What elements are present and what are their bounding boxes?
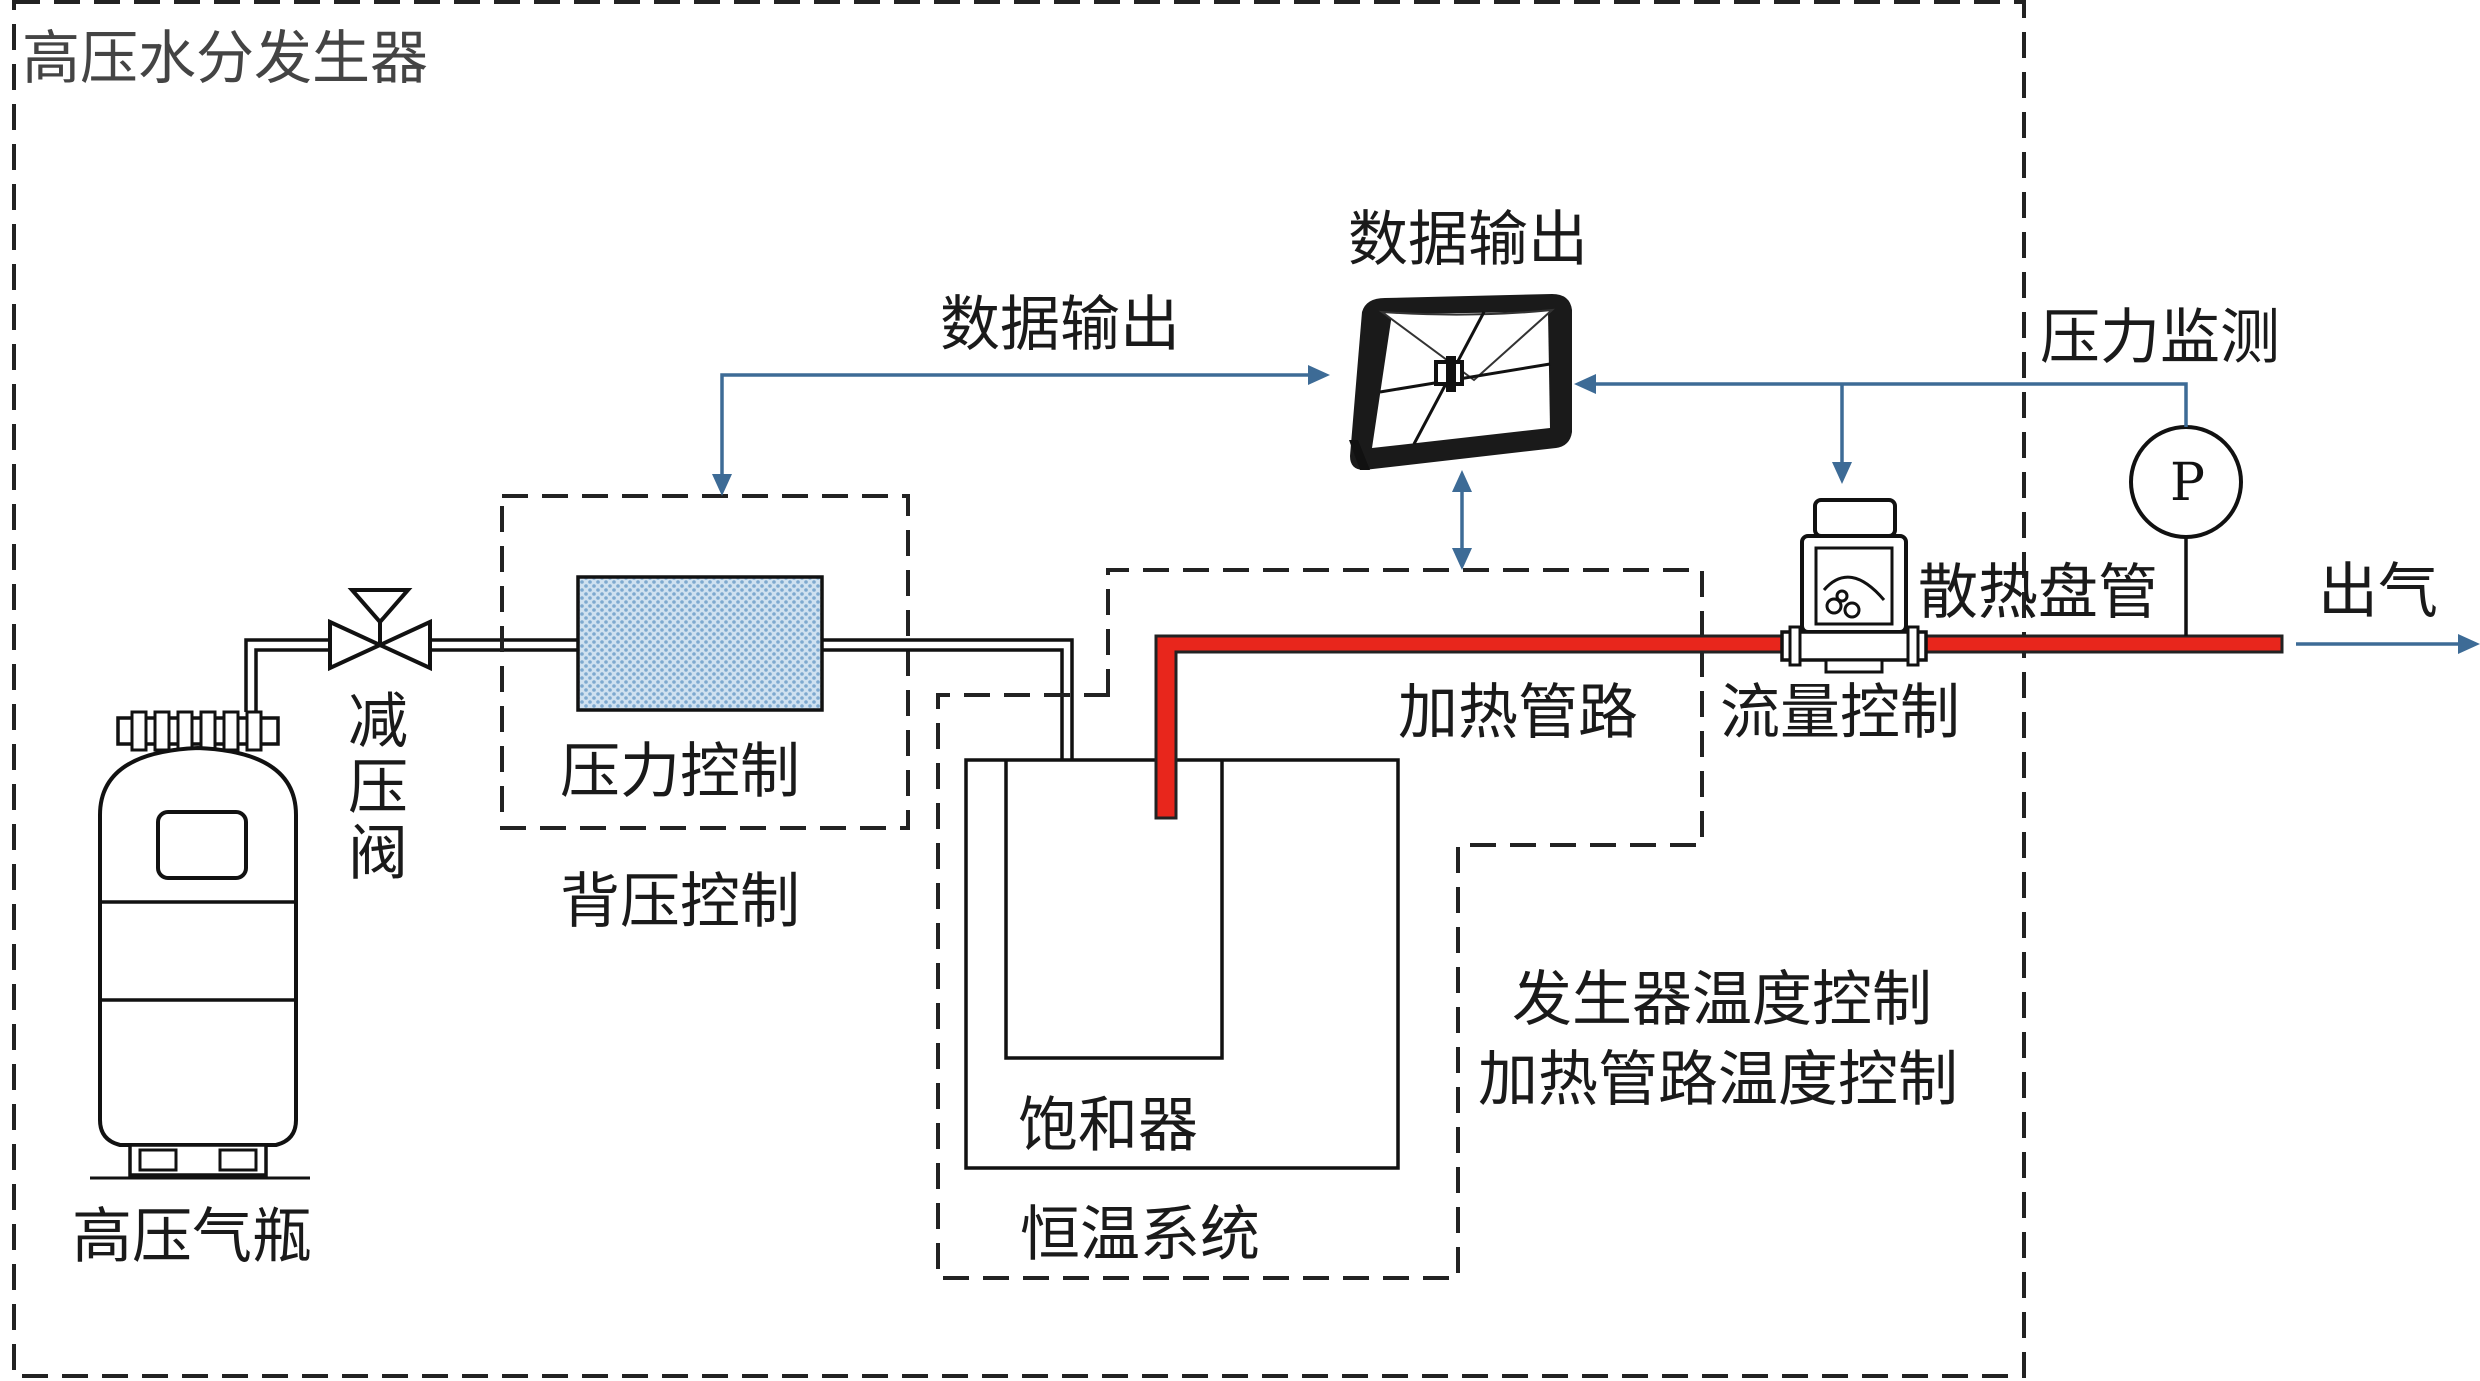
signal-arrowhead-to-back-pressure — [712, 474, 732, 496]
signal-arrowhead-to-tablet-left — [1308, 365, 1330, 385]
signal-arrowhead-to-thermostat — [1452, 548, 1472, 570]
back-pressure-label: 背压控制 — [560, 867, 800, 937]
pressure-gauge-icon: P — [2129, 425, 2243, 539]
pressure-control-filter — [576, 575, 824, 712]
signal-line-pressure-monitor — [1594, 382, 2188, 427]
thermostat-bath — [964, 758, 1400, 1170]
cylinder-label: 高压气瓶 — [72, 1202, 312, 1272]
valve-label: 减 压 阀 — [348, 687, 408, 889]
pressure-control-label: 压力控制 — [560, 737, 800, 807]
data-output-top-label: 数据输出 — [1348, 205, 1588, 275]
signal-line-back-pressure — [720, 373, 1316, 478]
back-pressure-region — [500, 494, 910, 830]
saturator-vessel — [1004, 760, 1224, 1060]
pipe-cylinder-to-valve — [244, 638, 330, 712]
svg-text:P: P — [2170, 453, 2205, 513]
heating-pipe-label: 加热管路 — [1398, 678, 1638, 748]
system-title: 高压水分发生器 — [22, 24, 428, 92]
heat-coil-label: 散热盘管 — [1918, 558, 2158, 628]
tablet-display-icon — [1349, 294, 1572, 470]
gas-cylinder-icon — [90, 710, 310, 1180]
outlet-label: 出气 — [2318, 557, 2438, 627]
signal-arrowhead-to-tablet-bottom — [1452, 470, 1472, 492]
heated-pipe — [1154, 634, 2284, 820]
mass-flow-controller-icon — [1780, 498, 1928, 674]
outlet-arrowhead — [2458, 634, 2480, 654]
saturator-label: 饱和器 — [1018, 1091, 1198, 1161]
flow-control-label: 流量控制 — [1720, 678, 1960, 748]
generator-temp-control-label: 发生器温度控制 — [1512, 965, 1932, 1035]
svg-text:阀: 阀 — [348, 819, 408, 889]
signal-arrowhead-to-tablet-right — [1574, 374, 1596, 394]
pressure-monitor-label: 压力监测 — [2040, 303, 2280, 373]
system-boundary — [12, 0, 2026, 1378]
thermostat-label: 恒温系统 — [1020, 1200, 1260, 1270]
svg-text:压: 压 — [348, 753, 408, 823]
thermostat-region — [936, 568, 1704, 1280]
signal-arrowhead-to-flow-controller — [1832, 462, 1852, 484]
data-output-left-label: 数据输出 — [940, 290, 1180, 360]
heating-pipe-temp-control-label: 加热管路温度控制 — [1478, 1045, 1958, 1115]
svg-text:减: 减 — [348, 687, 408, 757]
pressure-reducing-valve-icon — [328, 588, 432, 672]
